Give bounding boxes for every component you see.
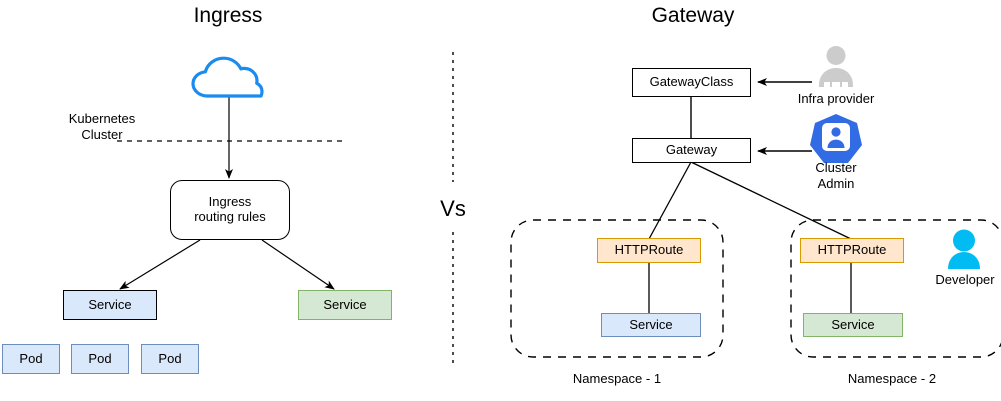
namespace-1-service-box[interactable]: Service [601, 313, 701, 337]
ingress-routing-rules-box[interactable]: Ingress routing rules [170, 180, 290, 240]
gateway-to-httproute-2-connector [690, 161, 852, 240]
kubernetes-cluster-label: Kubernetes Cluster [52, 111, 152, 144]
namespace-2-service-label: Service [831, 316, 875, 332]
pod-box-3-label: Pod [158, 350, 182, 366]
ingress-routing-rules-line1: Ingress [208, 194, 252, 210]
infra-provider-icon [819, 46, 853, 87]
vs-comparator: Vs [440, 196, 466, 221]
gateway-section-title: Gateway [651, 4, 735, 27]
ingress-service-right-label: Service [323, 296, 367, 312]
httproute-box-2-label: HTTPRoute [817, 242, 887, 258]
pod-box-2-label: Pod [88, 350, 112, 366]
gatewayclass-label: GatewayClass [649, 74, 734, 90]
namespace-2-service-box[interactable]: Service [803, 313, 903, 337]
gateway-to-httproute-1-connector [648, 161, 692, 240]
cluster-admin-label-line1: Cluster [815, 160, 857, 175]
httproute-box-2[interactable]: HTTPRoute [800, 238, 904, 263]
infra-provider-label: Infra provider [797, 91, 875, 106]
gateway-box[interactable]: Gateway [632, 138, 751, 163]
gateway-label: Gateway [665, 142, 718, 158]
ingress-service-left[interactable]: Service [63, 290, 157, 320]
kubernetes-cluster-label-line2: Cluster [81, 127, 123, 143]
gatewayclass-box[interactable]: GatewayClass [632, 68, 751, 97]
cloud-icon [191, 56, 264, 98]
pod-box-2[interactable]: Pod [71, 344, 129, 374]
ingress-to-service-left-connector [119, 239, 201, 290]
ingress-to-service-right-connector [261, 239, 335, 290]
pod-box-1-label: Pod [19, 350, 43, 366]
cluster-admin-label: Cluster Admin [796, 160, 876, 191]
namespace-1-label: Namespace - 1 [572, 371, 662, 386]
cluster-admin-icon [810, 114, 862, 163]
httproute-box-1-label: HTTPRoute [614, 242, 684, 258]
ingress-routing-rules-line2: routing rules [194, 209, 266, 224]
developer-icon [948, 229, 980, 269]
pod-box-3[interactable]: Pod [141, 344, 199, 374]
developer-label: Developer [935, 272, 995, 287]
namespace-1-service-label: Service [629, 316, 673, 332]
kubernetes-cluster-label-line1: Kubernetes [68, 111, 136, 126]
cluster-admin-label-line2: Admin [817, 175, 855, 191]
ingress-section-title: Ingress [193, 4, 263, 27]
namespace-2-label: Namespace - 2 [847, 371, 937, 386]
ingress-service-right[interactable]: Service [298, 290, 392, 320]
pod-box-1[interactable]: Pod [2, 344, 60, 374]
ingress-service-left-label: Service [88, 296, 132, 312]
httproute-box-1[interactable]: HTTPRoute [597, 238, 701, 263]
